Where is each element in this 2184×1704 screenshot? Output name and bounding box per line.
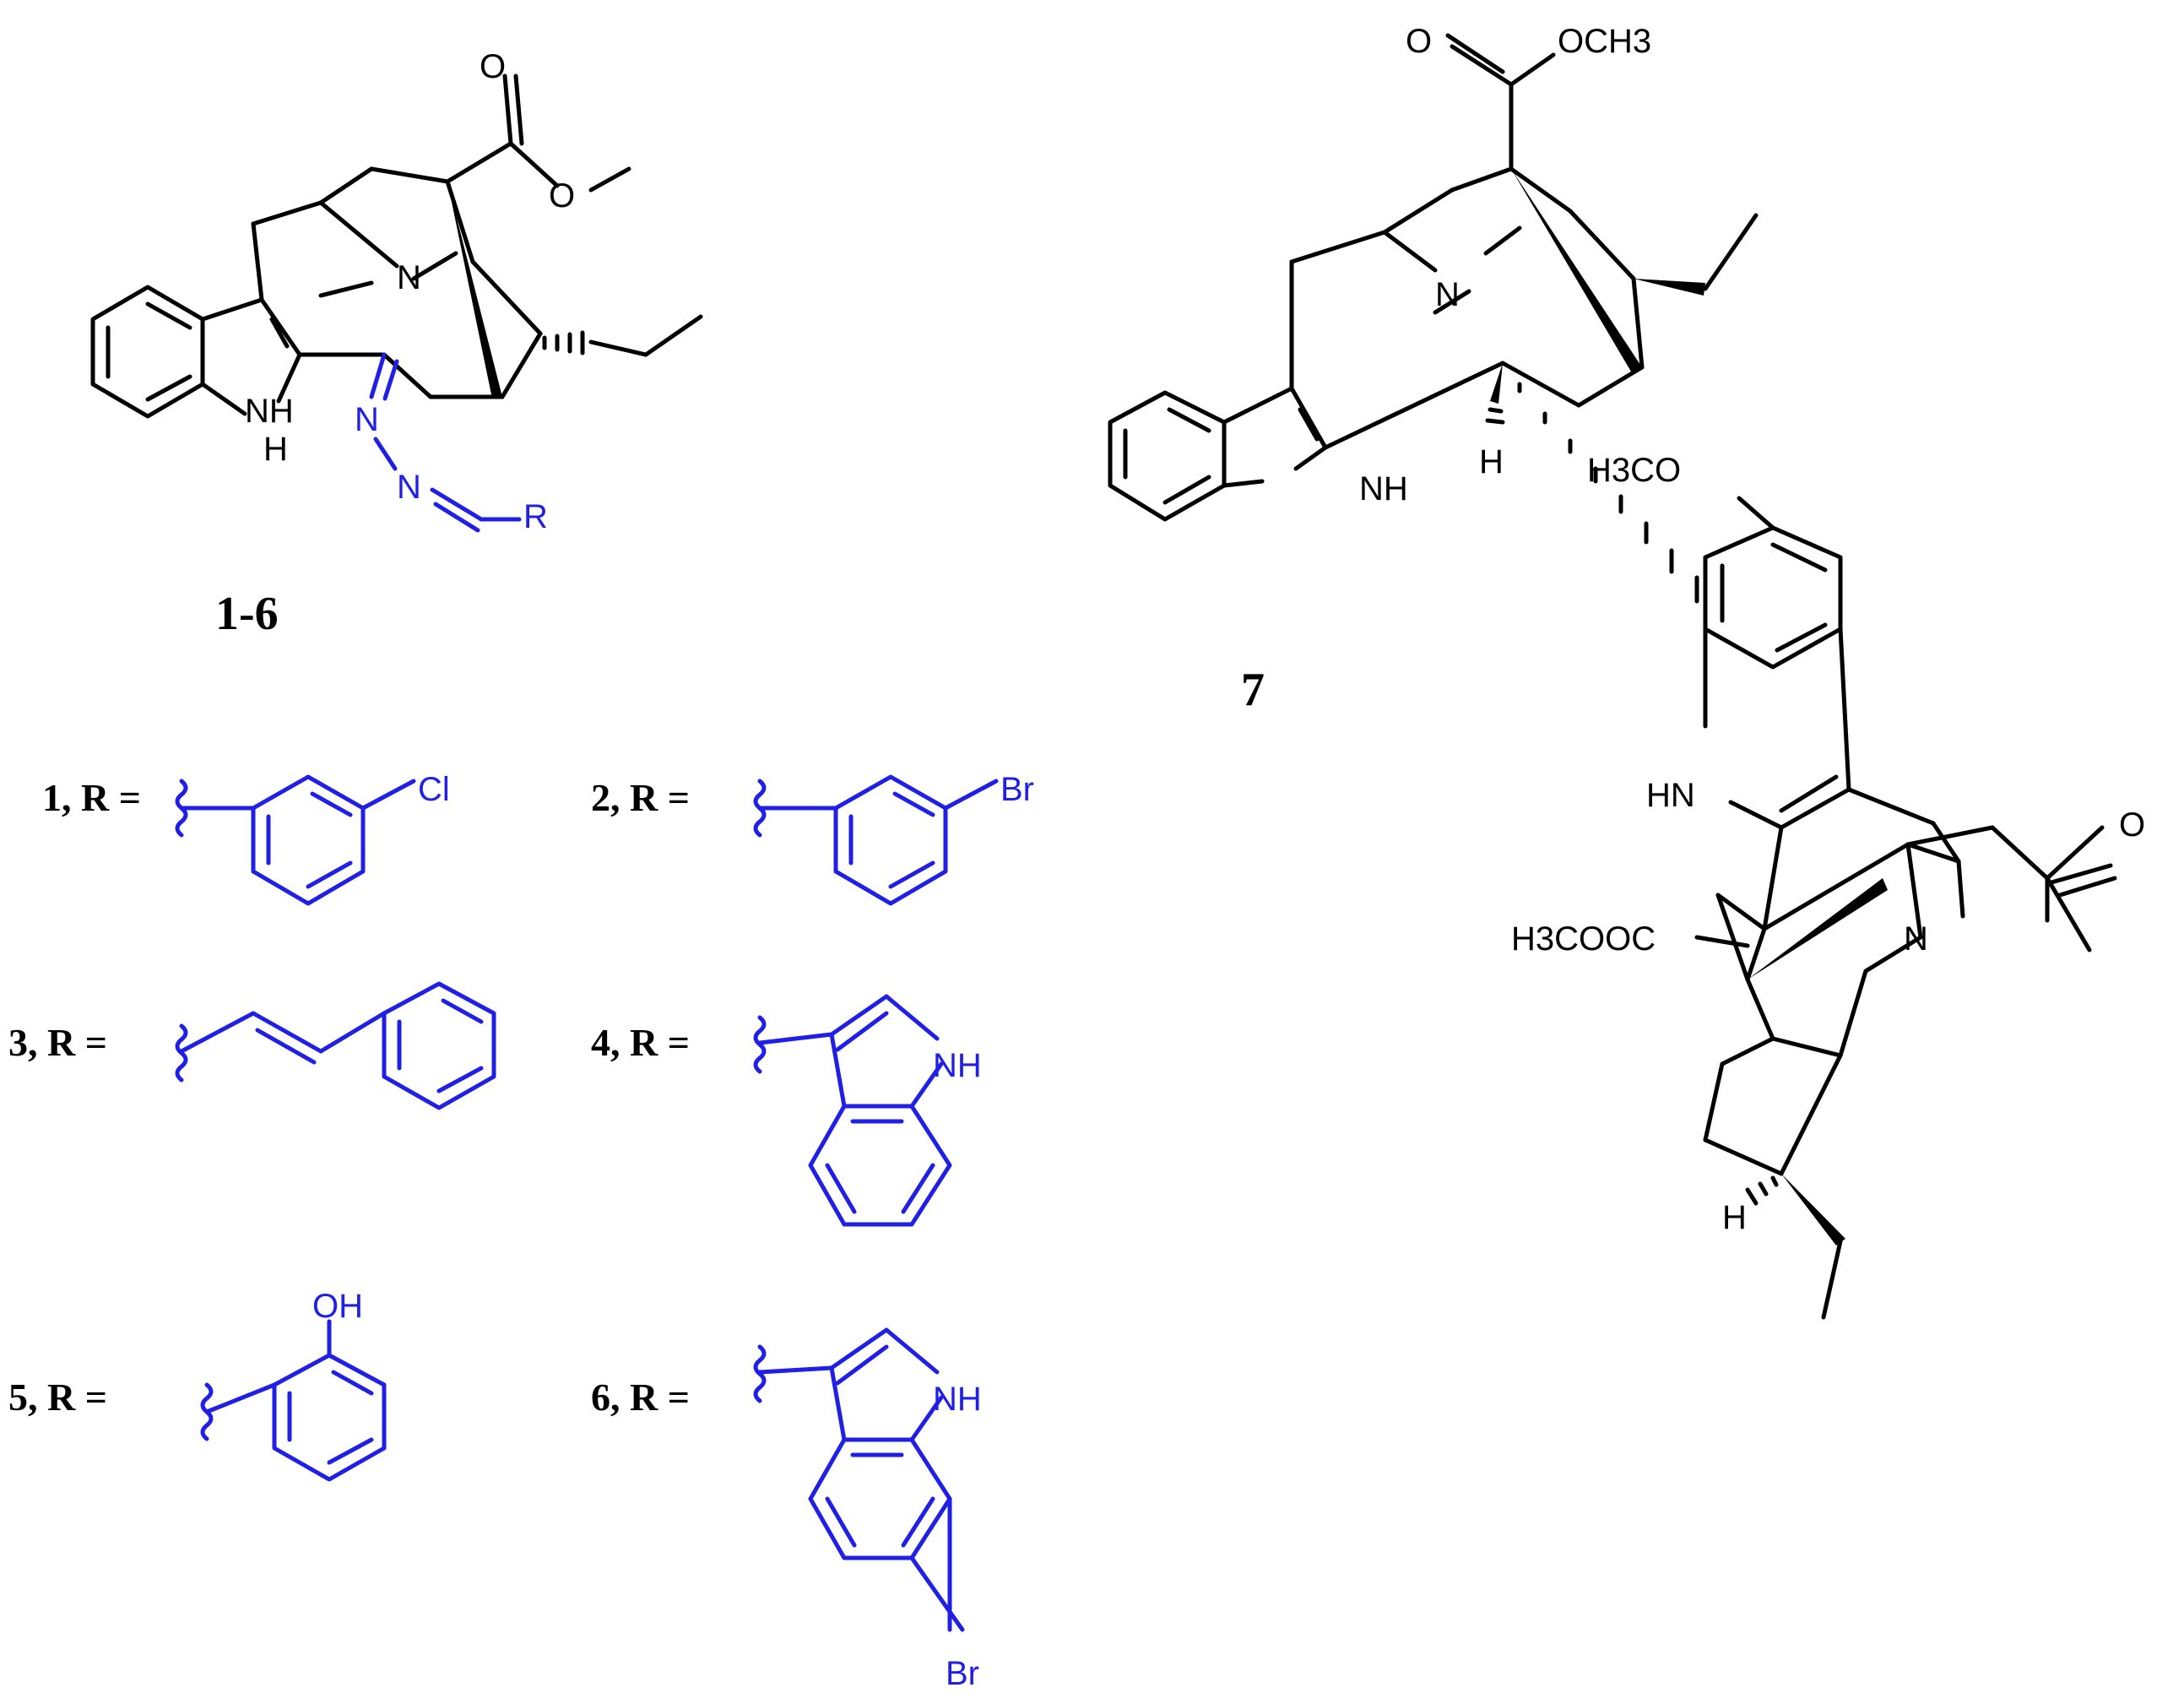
substituent-6-label: 6, R = <box>591 1376 690 1419</box>
dimer-stereo-h2: H <box>1722 1199 1747 1236</box>
substituent-5-structure <box>200 1319 387 1482</box>
hashed-bond-dimer-link <box>1517 382 1699 604</box>
substituent-2-label: 2, R = <box>591 776 690 819</box>
dimer-indole-nh: NH <box>1359 470 1408 507</box>
substituent-4-structure <box>753 994 952 1227</box>
dimer-stereo-h1: H <box>1479 443 1504 480</box>
hashed-bond-upper-h <box>1485 407 1505 425</box>
dimer-ester2: H3COOC <box>1511 920 1656 958</box>
hydrazone-n1: N <box>355 401 379 438</box>
scaffold-carbonyl-o: O <box>480 48 506 85</box>
scaffold-ester-o: O <box>549 177 575 214</box>
substituent-3-label: 3, R = <box>8 1021 107 1064</box>
r-group-label: R <box>523 498 548 535</box>
substituent-6-atom-nh: NH <box>933 1381 982 1418</box>
substituent-1-structure <box>175 774 416 906</box>
substituent-4-label: 4, R = <box>591 1021 690 1064</box>
substituent-5-label: 5, R = <box>8 1376 107 1419</box>
dimer-methyl-ester: OCH3 <box>1558 23 1651 60</box>
hashed-bond-ethyl <box>542 330 585 355</box>
substituent-6-structure <box>753 1327 965 1632</box>
substituent-1-atom: Cl <box>418 771 450 808</box>
dimer-amine-n2: N <box>1904 920 1928 958</box>
compound-label-7: 7 <box>1241 664 1265 716</box>
substituent-6-atom-br: Br <box>946 1655 979 1692</box>
substituent-1-label: 1, R = <box>42 776 141 819</box>
compound-label-1-6: 1-6 <box>215 588 279 640</box>
scaffold-structure-1-6 <box>90 73 703 533</box>
dimer-amine-n: N <box>1435 276 1460 313</box>
hashed-bond-lower-h <box>1745 1175 1779 1206</box>
dimer-ketone-o: O <box>2119 806 2145 844</box>
dimer-indole-nh2: HN <box>1646 777 1695 814</box>
substituent-4-atom: NH <box>933 1047 982 1084</box>
scaffold-indole-h: H <box>263 431 288 468</box>
hydrazone-n2: N <box>397 469 421 506</box>
dimer-methoxy: H3CO <box>1587 452 1681 489</box>
dimer-ester-o: O <box>1406 23 1432 60</box>
substituent-2-atom: Br <box>1000 771 1034 808</box>
dimer-structure-7 <box>1108 33 2117 1320</box>
scaffold-indole-nh: NH <box>245 393 294 430</box>
substituent-3-structure <box>175 981 496 1110</box>
substituent-2-structure <box>753 774 999 906</box>
substituent-5-atom: OH <box>312 1288 363 1325</box>
scaffold-amine-n: N <box>397 259 421 296</box>
